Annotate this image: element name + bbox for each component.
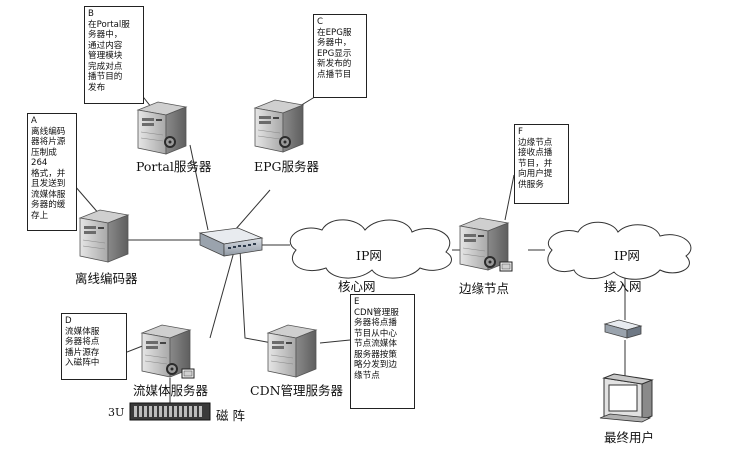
network-switch <box>198 227 264 257</box>
disk-array-label: 磁 阵 <box>216 408 245 423</box>
cdn-mgmt-server-label: CDN管理服务器 <box>250 383 344 398</box>
portal-server-label: Portal服务器 <box>136 159 212 174</box>
note-b: B 在Portal服 务器中， 通过内容 管理模块 完成对点 播节目的 发布 <box>84 6 144 104</box>
encoder-label: 离线编码器 <box>75 271 138 286</box>
link-epg-switch <box>234 189 271 231</box>
note-a-text: 离线编码 器将片源 压制成264 格式，并 且发送到 流媒体服 务器的缓 存上 <box>31 126 66 221</box>
access-ip-cloud <box>547 221 692 280</box>
link-switch-cdn <box>239 249 273 344</box>
access-network-label: 接入网 <box>604 279 642 294</box>
note-f-text: 边缘节点 接收点播 节目，并 向用户提 供服务 <box>518 137 553 190</box>
core-network-label: 核心网 <box>338 279 376 294</box>
note-d-letter: D <box>65 316 72 326</box>
epg-server-icon <box>254 99 304 153</box>
note-a: A 离线编码 器将片源 压制成264 格式，并 且发送到 流媒体服 务器的缓 存… <box>27 113 77 231</box>
disk-array-icon <box>129 402 211 421</box>
note-d-text: 流媒体服 务器将点 播片源存 入磁阵中 <box>65 326 100 369</box>
core-cloud-label: IP网 <box>356 248 382 263</box>
note-f-letter: F <box>518 127 523 137</box>
note-c: C 在EPG服 务器中， EPG显示 新发布的 点播节目 <box>313 14 367 98</box>
note-b-text: 在Portal服 务器中， 通过内容 管理模块 完成对点 播节目的 发布 <box>88 19 130 93</box>
edge-node-label: 边缘节点 <box>459 281 510 296</box>
streaming-server-icon <box>141 324 195 379</box>
link-portal-switch <box>189 144 209 231</box>
note-b-letter: B <box>88 9 94 19</box>
disk-array-size-label: 3U <box>108 406 125 419</box>
encoder-server-icon <box>79 209 129 263</box>
note-c-text: 在EPG服 务器中， EPG显示 新发布的 点播节目 <box>317 27 352 80</box>
core-ip-cloud <box>289 219 452 279</box>
note-f: F 边缘节点 接收点播 节目，并 向用户提 供服务 <box>514 124 569 204</box>
edge-server-icon <box>459 217 513 272</box>
callout-e <box>319 339 351 344</box>
access-hub-icon <box>603 319 643 339</box>
end-user-computer-icon <box>599 373 654 423</box>
streaming-server-label: 流媒体服务器 <box>133 383 209 398</box>
cdn-server-icon <box>267 324 317 378</box>
portal-server-icon <box>137 101 187 155</box>
note-d: D 流媒体服 务器将点 播片源存 入磁阵中 <box>61 313 127 380</box>
end-user-label: 最终用户 <box>604 430 655 445</box>
access-cloud-label: IP网 <box>614 248 640 263</box>
note-e-text: CDN管理服 务器将点播 节目从中心 节点流媒体 服务器按策 略分发到边 缘节点 <box>354 307 399 381</box>
note-e: E CDN管理服 务器将点播 节目从中心 节点流媒体 服务器按策 略分发到边 缘… <box>350 294 415 409</box>
note-a-letter: A <box>31 116 37 126</box>
epg-server-label: EPG服务器 <box>254 159 320 174</box>
note-e-letter: E <box>354 297 360 307</box>
note-c-letter: C <box>317 17 324 27</box>
link-switch-streaming <box>209 247 236 339</box>
callout-f <box>504 174 515 221</box>
